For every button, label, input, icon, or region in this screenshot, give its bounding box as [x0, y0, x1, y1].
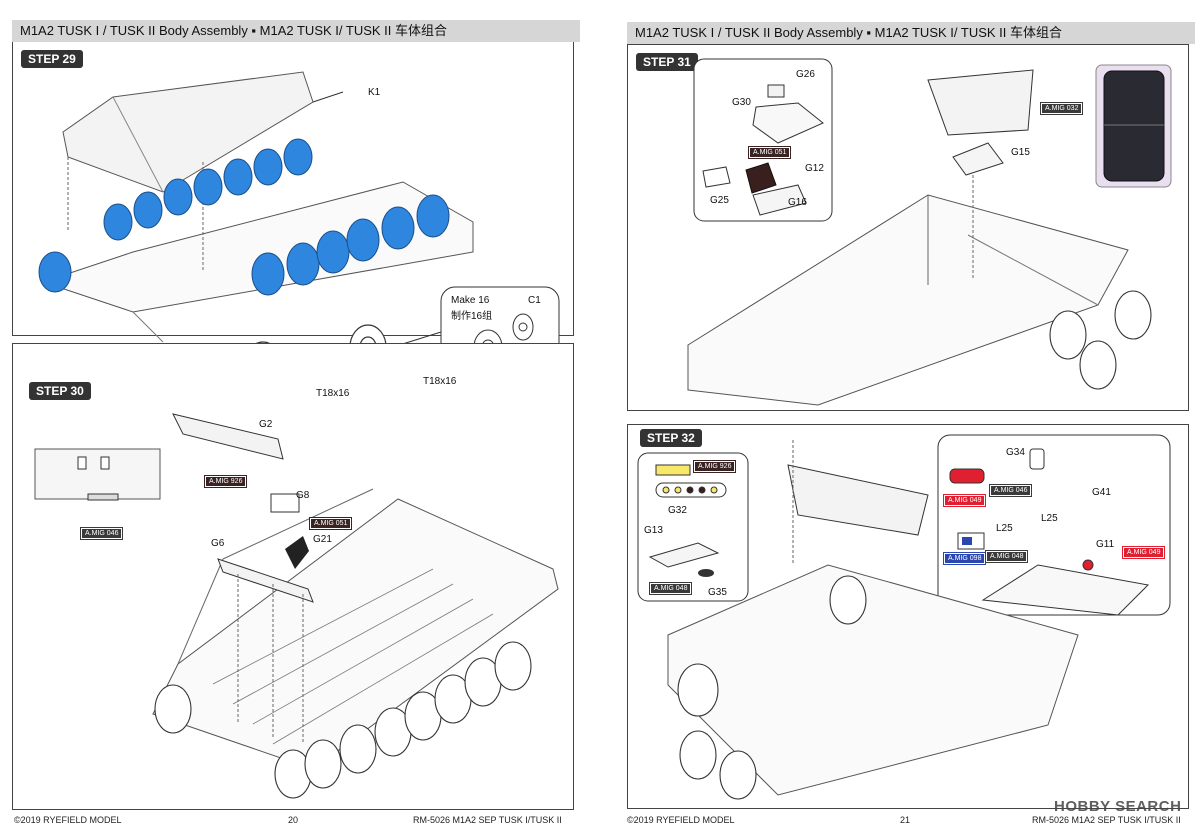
- paint-mig048-step32-b: A.MIG 048: [984, 550, 1029, 563]
- step-32-drawing: [637, 434, 1171, 800]
- part-g12: G12: [805, 163, 824, 174]
- paint-mig049-step32-a: A.MIG 049: [942, 494, 987, 507]
- paint-mig048-step32-a: A.MIG 048: [648, 582, 693, 595]
- step-30-label: STEP 30: [29, 382, 91, 400]
- part-g26: G26: [796, 69, 815, 80]
- left-page-header: M1A2 TUSK I / TUSK II Body Assembly ▪ M1…: [12, 20, 580, 42]
- part-g6: G6: [211, 538, 225, 549]
- part-g15: G15: [1011, 147, 1030, 158]
- paint-mig926-step30: A.MIG 926: [203, 475, 248, 488]
- part-g21: G21: [313, 534, 332, 545]
- part-t18-a: T18x16: [316, 388, 350, 399]
- part-l25-a: L25: [996, 523, 1013, 534]
- part-t18-b: T18x16: [423, 376, 457, 387]
- step-31-label: STEP 31: [636, 53, 698, 71]
- step-32-panel: STEP 32: [627, 424, 1189, 809]
- paint-mig098-step32: A.MIG 098: [942, 552, 987, 565]
- part-g25: G25: [710, 195, 729, 206]
- paint-mig032-step31: A.MIG 032: [1039, 102, 1084, 115]
- right-page: M1A2 TUSK I / TUSK II Body Assembly ▪ M1…: [600, 0, 1200, 832]
- paint-mig051-step30: A.MIG 051: [308, 517, 353, 530]
- part-c1: C1: [528, 295, 541, 306]
- left-footer-copyright: ©2019 RYEFIELD MODEL: [14, 815, 122, 825]
- part-g32: G32: [668, 505, 687, 516]
- left-footer-product: RM-5026 M1A2 SEP TUSK I/TUSK II: [413, 815, 562, 825]
- paint-mig926-step32: A.MIG 926: [692, 460, 737, 473]
- step-29-drawing: [38, 71, 560, 387]
- part-g8: G8: [296, 490, 310, 501]
- part-g34: G34: [1006, 447, 1025, 458]
- part-g2: G2: [259, 419, 273, 430]
- step-30-panel: STEP 30: [12, 343, 574, 810]
- step-31-panel: STEP 31 G26: [627, 44, 1189, 411]
- step-29-label: STEP 29: [21, 50, 83, 68]
- callout-make: Make 16: [451, 295, 490, 306]
- hobby-search-watermark: HOBBY SEARCH: [1054, 798, 1182, 815]
- part-l25-b: L25: [1041, 513, 1058, 524]
- part-g30: G30: [732, 97, 751, 108]
- step-32-label: STEP 32: [640, 429, 702, 447]
- right-footer-copyright: ©2019 RYEFIELD MODEL: [627, 815, 735, 825]
- right-footer-product: RM-5026 M1A2 SEP TUSK I/TUSK II: [1032, 815, 1181, 825]
- right-page-header: M1A2 TUSK I / TUSK II Body Assembly ▪ M1…: [627, 22, 1195, 44]
- callout-make-cn: 制作16组: [451, 311, 493, 322]
- paint-mig049-step32-b: A.MIG 049: [1121, 546, 1166, 559]
- part-g35: G35: [708, 587, 727, 598]
- part-g11: G11: [1096, 539, 1115, 550]
- part-g16: G16: [788, 197, 807, 208]
- paint-mig051-step31: A.MIG 051: [747, 146, 792, 159]
- paint-mig046-step30: A.MIG 046: [79, 527, 124, 540]
- right-footer-page-number: 21: [900, 815, 911, 825]
- part-k1: K1: [368, 87, 381, 98]
- part-g13: G13: [644, 525, 663, 536]
- step-29-panel: STEP 29: [12, 42, 574, 387]
- step-30-drawing: [34, 413, 559, 799]
- step-31-drawing: [687, 58, 1172, 406]
- paint-mig046-step32: A.MIG 046: [988, 484, 1033, 497]
- left-page: M1A2 TUSK I / TUSK II Body Assembly ▪ M1…: [0, 0, 590, 832]
- part-g41: G41: [1092, 487, 1111, 498]
- left-footer-page-number: 20: [288, 815, 299, 825]
